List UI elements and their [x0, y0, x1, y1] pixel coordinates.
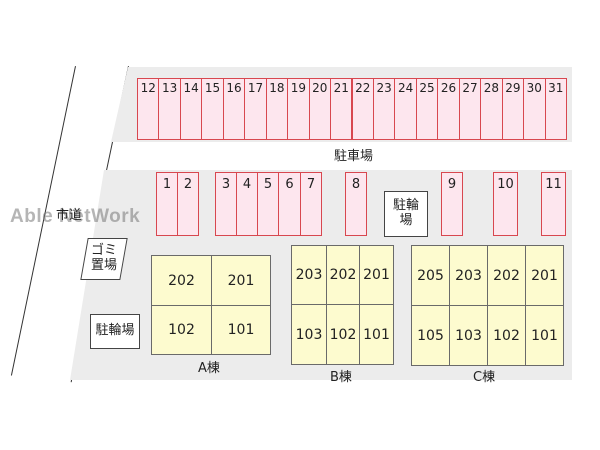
parking-stall-13: 13 [158, 78, 181, 140]
unit-c-102: 102 [487, 305, 526, 366]
unit-c-101: 101 [525, 305, 564, 366]
parking-stall-14: 14 [179, 78, 203, 140]
parking-stall-8: 8 [345, 172, 367, 236]
unit-a-101: 101 [211, 305, 271, 355]
parking-stall-26: 26 [437, 78, 460, 140]
unit-a-202: 202 [151, 255, 212, 306]
parking-stall-17: 17 [244, 78, 267, 140]
building-a-label: A棟 [198, 361, 220, 376]
watermark: Able NetWork [10, 206, 141, 227]
unit-b-102: 102 [326, 304, 360, 365]
parking-stall-9: 9 [441, 172, 463, 236]
parking-stall-28: 28 [480, 78, 503, 140]
garbage-label: ゴミ置場 [90, 243, 117, 273]
parking-stall-27: 27 [458, 78, 482, 140]
unit-b-203: 203 [291, 245, 327, 305]
parking-stall-4: 4 [236, 172, 258, 236]
bike-parking-center: 駐輪場 [384, 191, 428, 237]
parking-stall-29: 29 [501, 78, 525, 140]
parking-stall-23: 23 [372, 78, 396, 140]
parking-stall-7: 7 [300, 172, 322, 236]
parking-stall-24: 24 [394, 78, 417, 140]
unit-b-202: 202 [326, 245, 360, 305]
building-b-label: B棟 [330, 370, 352, 385]
building-c-label: C棟 [473, 370, 496, 385]
parking-stall-5: 5 [257, 172, 279, 236]
unit-b-103: 103 [291, 304, 327, 365]
parking-label: 駐車場 [334, 149, 374, 164]
parking-stall-22: 22 [351, 78, 374, 140]
unit-c-105: 105 [411, 305, 450, 366]
parking-stall-16: 16 [222, 78, 246, 140]
unit-a-102: 102 [151, 305, 212, 355]
parking-stall-11: 11 [541, 172, 566, 236]
unit-b-101: 101 [359, 304, 394, 365]
parking-stall-20: 20 [308, 78, 332, 140]
unit-a-201: 201 [211, 255, 271, 306]
bike-parking-center-label: 駐輪場 [392, 198, 419, 228]
unit-c-202: 202 [487, 245, 526, 306]
parking-stall-6: 6 [278, 172, 301, 236]
parking-stall-12: 12 [137, 78, 160, 140]
bike-parking-left: 駐輪場 [90, 314, 140, 349]
unit-c-201: 201 [525, 245, 564, 306]
bike-parking-left-label: 駐輪場 [95, 323, 135, 339]
parking-stall-10: 10 [493, 172, 518, 236]
unit-c-103: 103 [449, 305, 488, 366]
garbage-area: ゴミ置場 [80, 238, 128, 280]
parking-stall-15: 15 [201, 78, 224, 140]
parking-stall-1: 1 [156, 172, 178, 236]
parking-stall-19: 19 [287, 78, 310, 140]
unit-c-203: 203 [449, 245, 488, 306]
parking-stall-18: 18 [265, 78, 289, 140]
parking-stall-30: 30 [523, 78, 546, 140]
unit-c-205: 205 [411, 245, 450, 306]
parking-stall-21: 21 [330, 78, 353, 140]
unit-b-201: 201 [359, 245, 394, 305]
road-label: 市道 [56, 208, 83, 223]
parking-stall-25: 25 [415, 78, 439, 140]
parking-stall-31: 31 [544, 78, 567, 140]
parking-stall-3: 3 [215, 172, 237, 236]
parking-stall-2: 2 [177, 172, 199, 236]
